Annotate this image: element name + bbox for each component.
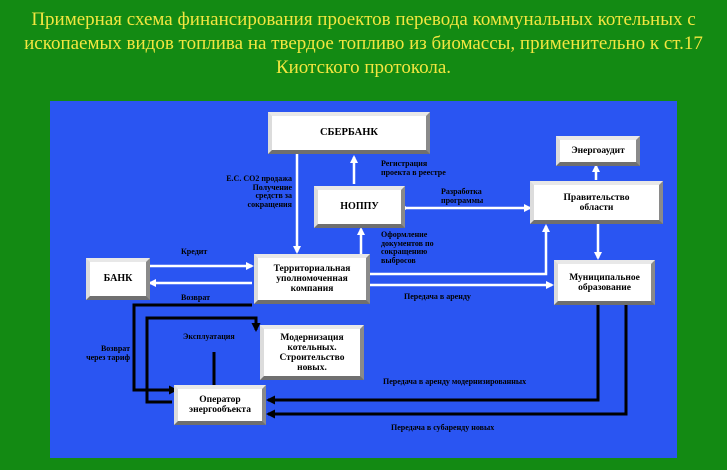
- label-registration: Регистрация проекта в реестре: [381, 159, 446, 177]
- box-pravitelstvo: Правительство области: [530, 181, 663, 224]
- label-vozvrat-tarif: Возврат через тариф: [86, 344, 130, 362]
- label-es-co2: Е.С. СО2 продажа Получение средств за со…: [226, 174, 292, 209]
- label-peredacha-subarenda: Передача в субаренду новых: [391, 423, 495, 432]
- arrow-municipal-operator-modern: [266, 305, 600, 405]
- box-nopppu: НОППУ: [314, 186, 405, 228]
- arrow-territorial-pravitelstvo: [368, 224, 550, 276]
- arrow-territorial-operator: [132, 303, 252, 395]
- box-territorial: Территориальная уполномоченная компания: [254, 254, 370, 304]
- slide-title: Примерная схема финансирования проектов …: [24, 9, 703, 78]
- label-razrabotka: Разработка программы: [441, 187, 484, 205]
- box-operator: Оператор энергообъекта: [174, 385, 266, 425]
- arrow-municipal-operator-new: [266, 305, 628, 419]
- arrow-operator-modernization: [145, 316, 261, 404]
- label-peredacha-arenda: Передача в аренду: [404, 292, 471, 301]
- box-modernization: Модернизация котельных. Строительство но…: [260, 325, 364, 380]
- label-ekspluataciya: Эксплуатация: [183, 332, 235, 341]
- box-bank: БАНК: [86, 258, 150, 300]
- box-sberbank: СБЕРБАНК: [268, 112, 430, 154]
- label-kredit: Кредит: [181, 247, 208, 256]
- label-oformlenie: Оформление документов по сокращению выбр…: [381, 230, 434, 265]
- box-municipal: Муниципальное образование: [554, 260, 655, 305]
- box-energoaudit: Энергоаудит: [556, 136, 640, 166]
- label-peredacha-modern: Передача в аренду модернизированных: [383, 377, 527, 386]
- label-vozvrat: Возврат: [181, 293, 211, 302]
